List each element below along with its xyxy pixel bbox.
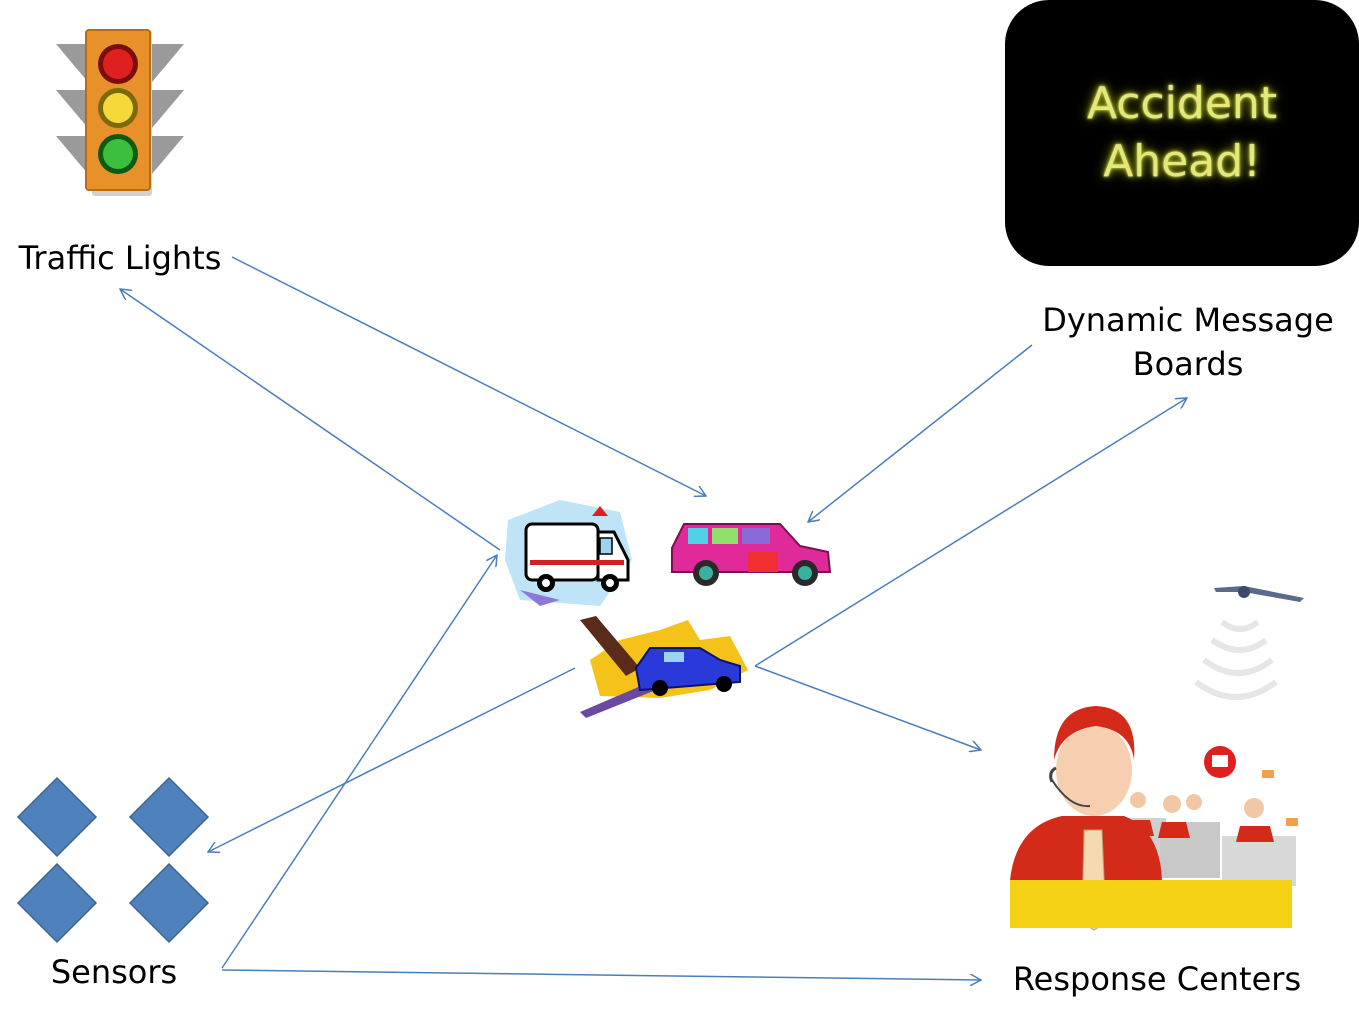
- arrow-crash-to-sensors: [208, 667, 576, 852]
- response-centers-label: Response Centers: [1012, 960, 1302, 998]
- dmb-label-line-2: Boards: [1132, 345, 1244, 383]
- arrow-sensors-to-ambulance: [221, 555, 497, 969]
- arrow-traffic-to-suv: [231, 256, 706, 496]
- arrow-sensors-to-response: [221, 969, 981, 980]
- arrow-dmb-to-suv: [808, 344, 1033, 522]
- arrow-ambulance-to-traffic: [120, 289, 501, 551]
- arrow-crash-to-response: [754, 665, 981, 750]
- board-line-2: Ahead!: [1103, 136, 1261, 187]
- sensors-label: Sensors: [50, 953, 178, 991]
- dmb-label-line-1: Dynamic Message: [1042, 301, 1334, 339]
- arrow-crash-to-dmb: [754, 398, 1187, 667]
- traffic-lights-label: Traffic Lights: [18, 239, 222, 277]
- board-line-1: Accident: [1086, 78, 1278, 129]
